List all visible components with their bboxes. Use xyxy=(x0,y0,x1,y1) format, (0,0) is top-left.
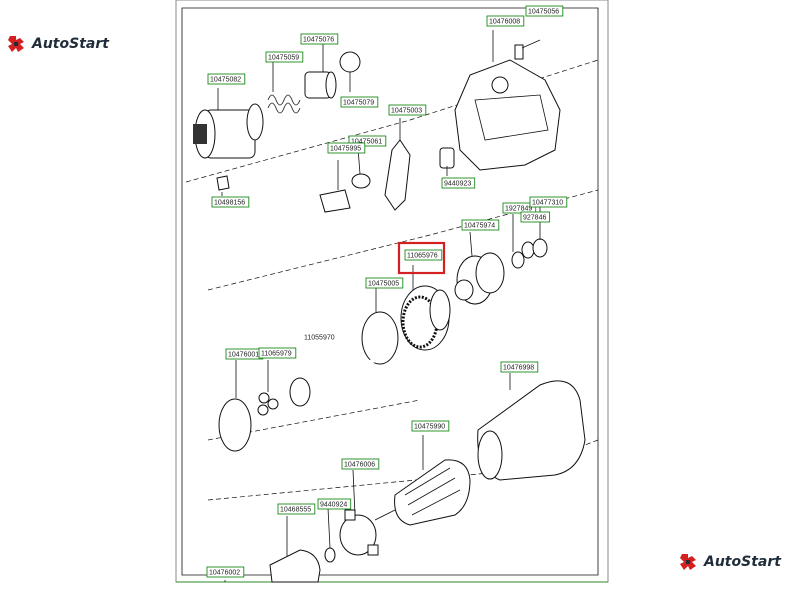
selected-part-highlight xyxy=(397,241,446,275)
part-number-text: 10475995 xyxy=(330,146,361,153)
part-number-text: 9440923 xyxy=(444,181,471,188)
part-number-text: 9440924 xyxy=(320,502,347,509)
plunger-spring xyxy=(267,94,301,114)
part-number-text: 11055970 xyxy=(304,335,335,342)
part-label-10476001[interactable]: 10476001 xyxy=(225,348,264,360)
part-label-10476002[interactable]: 10476002 xyxy=(206,566,245,578)
pinion-clutch xyxy=(454,252,505,305)
part-number-text: 10475056 xyxy=(528,9,559,16)
gear-retainer xyxy=(361,311,399,365)
brand-logo-footer: AutoStart xyxy=(678,552,781,572)
part-number-text: 11065976 xyxy=(407,253,438,260)
puzzle-car-icon xyxy=(8,36,24,52)
part-label-10476998[interactable]: 10476998 xyxy=(500,361,539,373)
part-label-10475974[interactable]: 10475974 xyxy=(461,219,500,231)
planet-carrier-plate xyxy=(218,398,252,452)
part-label-10475059[interactable]: 10475059 xyxy=(265,51,304,63)
part-label-10475995[interactable]: 10475995 xyxy=(327,142,366,154)
part-label-10476008[interactable]: 10476008 xyxy=(486,15,525,27)
part-number-text: 10476006 xyxy=(344,462,375,469)
part-label-11055970[interactable]: 11055970 xyxy=(304,335,335,342)
armature xyxy=(374,459,471,526)
part-label-10498156[interactable]: 10498156 xyxy=(211,196,250,208)
part-label-11065976[interactable]: 11065976 xyxy=(404,249,443,261)
part-number-text: 10475079 xyxy=(343,100,374,107)
part-label-1927849[interactable]: 1927849 xyxy=(502,202,537,214)
part-label-10477310[interactable]: 10477310 xyxy=(529,196,568,208)
part-label-10475061[interactable]: 10475061 xyxy=(348,135,387,147)
brand-name: AutoStart xyxy=(32,36,109,52)
part-label-10475056[interactable]: 10475056 xyxy=(525,5,564,17)
rear-end-cover xyxy=(269,549,321,583)
part-number-text: 10475082 xyxy=(210,77,241,84)
part-number-text: 10476002 xyxy=(209,570,240,577)
part-label-10468555[interactable]: 10468555 xyxy=(277,503,316,515)
part-number-text: 10475061 xyxy=(351,139,382,146)
part-label-10475990[interactable]: 10475990 xyxy=(411,420,450,432)
part-number-text: 1927849 xyxy=(505,206,532,213)
part-label-10475003[interactable]: 10475003 xyxy=(388,104,427,116)
part-number-text: 10475003 xyxy=(391,108,422,115)
part-number-text: 10476001 xyxy=(228,352,259,359)
part-number-text: 10475059 xyxy=(268,55,299,62)
drive-end-housing xyxy=(454,44,561,171)
part-label-10475005[interactable]: 10475005 xyxy=(365,277,404,289)
part-label-10475079[interactable]: 10475079 xyxy=(340,96,379,108)
part-number-text: 10475974 xyxy=(464,223,495,230)
part-label-927846[interactable]: 927846 xyxy=(520,211,551,223)
part-label-9440923[interactable]: 9440923 xyxy=(441,177,476,189)
yoke-field-frame xyxy=(477,380,586,481)
brand-name-footer: AutoStart xyxy=(704,554,781,570)
part-label-10475076[interactable]: 10475076 xyxy=(300,33,339,45)
brand-logo: AutoStart xyxy=(6,34,109,54)
part-label-9440924[interactable]: 9440924 xyxy=(317,498,352,510)
output-shaft xyxy=(289,358,376,407)
part-number-text: 10477310 xyxy=(532,200,563,207)
part-label-10476006[interactable]: 10476006 xyxy=(341,458,380,470)
part-number-text: 10498156 xyxy=(214,200,245,207)
part-number-text: 10475005 xyxy=(368,281,399,288)
brush-holder xyxy=(339,509,379,556)
part-number-text: 10475076 xyxy=(303,37,334,44)
washer xyxy=(511,251,525,269)
plunger xyxy=(304,51,361,99)
part-label-10475082[interactable]: 10475082 xyxy=(207,73,246,85)
part-number-text: 10468555 xyxy=(280,507,311,514)
part-label-11065979[interactable]: 11065979 xyxy=(258,347,297,359)
puzzle-car-icon xyxy=(680,554,696,570)
part-number-text: 10475990 xyxy=(414,424,445,431)
part-number-text: 11065979 xyxy=(261,351,292,358)
internal-ring-gear xyxy=(400,285,451,351)
solenoid xyxy=(193,103,264,159)
part-number-text: 10476998 xyxy=(503,365,534,372)
part-number-text: 10476008 xyxy=(489,19,520,26)
part-number-text: 927846 xyxy=(523,215,546,222)
